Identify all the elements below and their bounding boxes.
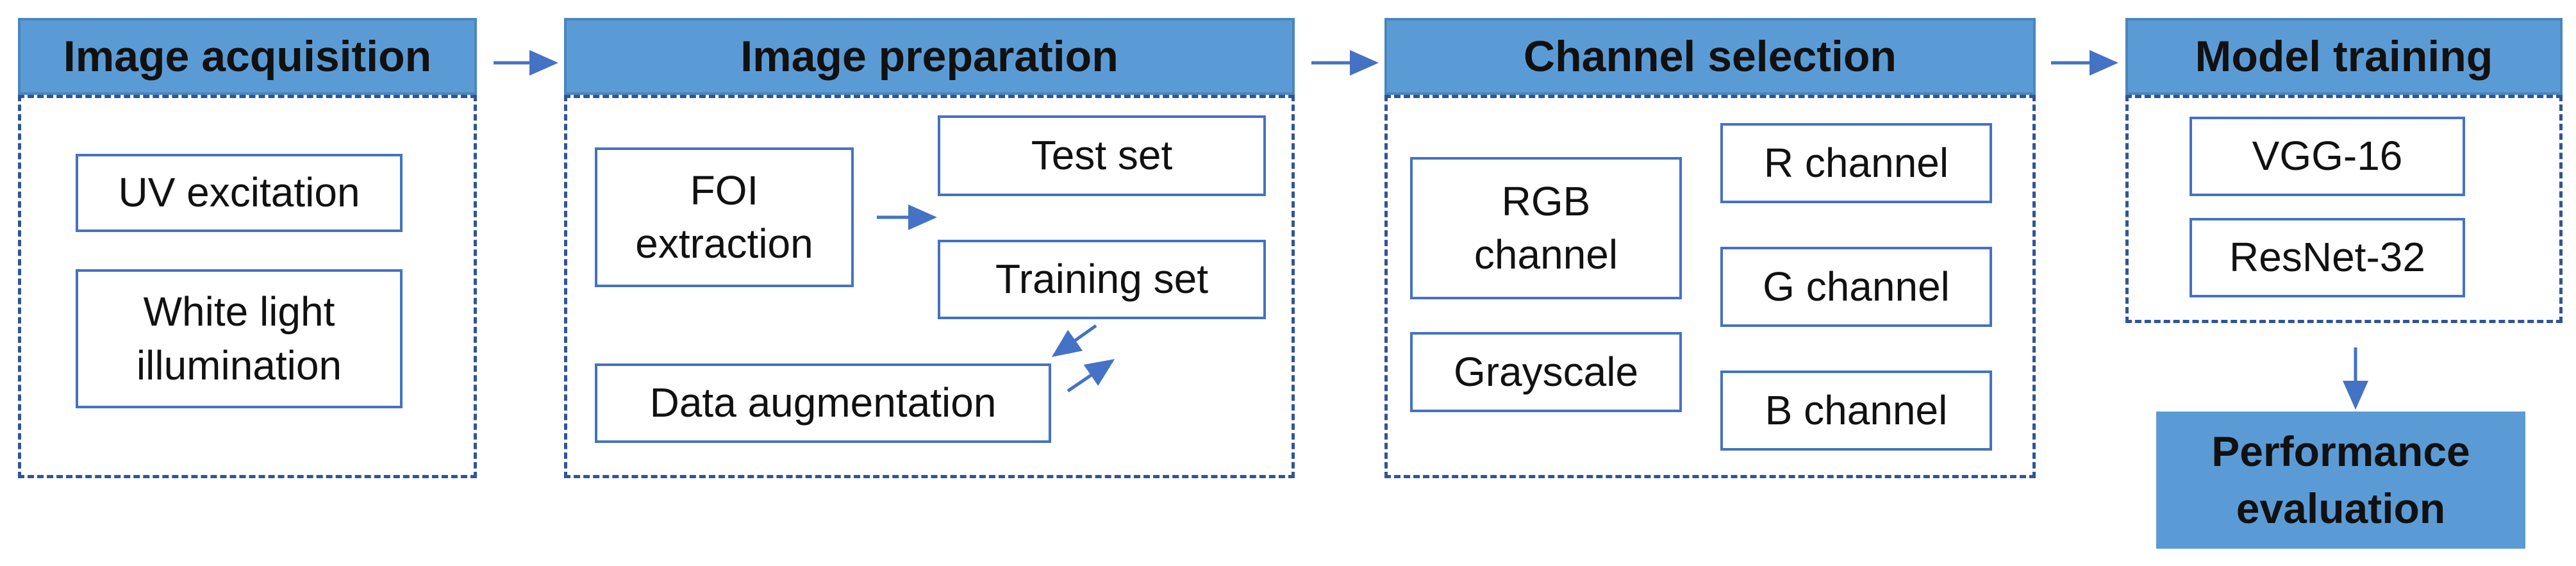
performance-evaluation-box: Performance evaluation xyxy=(2156,412,2525,549)
box-vgg-16: VGG-16 xyxy=(2190,117,2465,196)
arrow-augmentation-to-training xyxy=(1067,359,1115,393)
box-resnet-32: ResNet-32 xyxy=(2190,218,2465,297)
stage-group-model-training xyxy=(2125,95,2563,323)
box-b-channel: B channel xyxy=(1720,370,1992,451)
arrow-training-to-augmentation xyxy=(1051,324,1097,357)
stage-header-image-preparation: Image preparation xyxy=(564,18,1295,95)
stage-group-image-preparation xyxy=(564,95,1295,478)
box-g-channel: G channel xyxy=(1720,247,1992,327)
stage-group-channel-selection xyxy=(1384,95,2036,478)
box-uv-excitation: UV excitation xyxy=(76,154,403,232)
box-data-augmentation: Data augmentation xyxy=(595,363,1051,443)
stage-header-channel-selection: Channel selection xyxy=(1384,18,2036,95)
box-r-channel: R channel xyxy=(1720,123,1992,203)
box-test-set: Test set xyxy=(938,115,1266,196)
box-training-set: Training set xyxy=(938,240,1266,319)
stage-group-image-acquisition xyxy=(18,95,477,478)
box-foi-extraction: FOI extraction xyxy=(595,147,854,287)
box-white-light-illumination: White light illumination xyxy=(76,269,403,408)
box-rgb-channel: RGB channel xyxy=(1410,157,1682,299)
box-grayscale: Grayscale xyxy=(1410,332,1682,412)
stage-header-image-acquisition: Image acquisition xyxy=(18,18,477,95)
stage-header-model-training: Model training xyxy=(2125,18,2563,95)
